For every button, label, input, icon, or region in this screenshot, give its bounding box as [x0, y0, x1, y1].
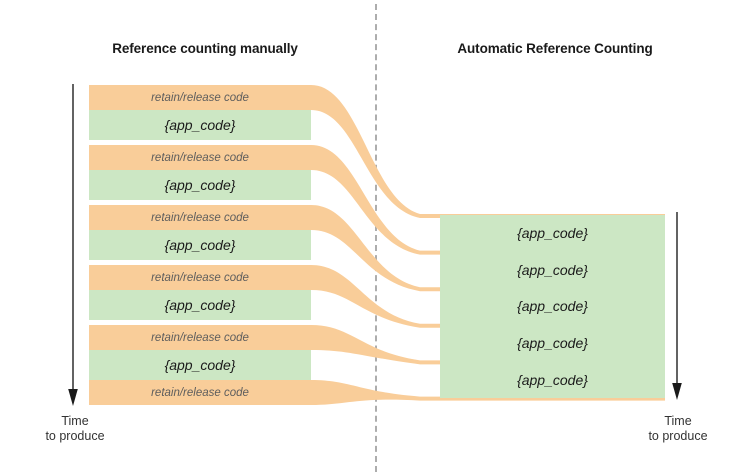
row-app-code-3: {app_code}	[440, 288, 665, 325]
right-bar-stack: {app_code} {app_code} {app_code} {app_co…	[440, 215, 665, 398]
left-bar-stack: retain/release code {app_code} retain/re…	[89, 85, 311, 405]
bar-label: {app_code}	[517, 371, 588, 388]
bar-app-code-3: {app_code}	[89, 230, 311, 260]
bar-label: retain/release code	[151, 91, 249, 104]
bar-app-code-1: {app_code}	[89, 110, 311, 140]
bar-label: {app_code}	[164, 237, 236, 253]
bar-label: retain/release code	[151, 151, 249, 164]
row-app-code-1: {app_code}	[440, 215, 665, 252]
bar-retain-release-4: retain/release code	[89, 265, 311, 290]
right-column-title: Automatic Reference Counting	[457, 41, 653, 56]
bar-label: retain/release code	[151, 271, 249, 284]
bar-app-code-4: {app_code}	[89, 290, 311, 320]
time-line-1: Time	[664, 414, 692, 428]
time-to-produce-label-left: Time to produce	[20, 414, 130, 444]
time-to-produce-label-right: Time to produce	[623, 414, 733, 444]
time-arrow-left	[68, 84, 78, 406]
bar-label: {app_code}	[164, 357, 236, 373]
bar-label: {app_code}	[517, 225, 588, 242]
bar-label: retain/release code	[151, 386, 249, 399]
bar-retain-release-1: retain/release code	[89, 85, 311, 110]
bar-retain-release-5: retain/release code	[89, 325, 311, 350]
bar-label: {app_code}	[517, 298, 588, 315]
bar-app-code-2: {app_code}	[89, 170, 311, 200]
row-app-code-5: {app_code}	[440, 361, 665, 398]
row-app-code-4: {app_code}	[440, 325, 665, 362]
time-line-2: to produce	[648, 429, 708, 443]
bar-label: {app_code}	[164, 117, 236, 133]
bar-label: {app_code}	[164, 297, 236, 313]
bar-label: retain/release code	[151, 331, 249, 344]
bar-label: {app_code}	[517, 261, 588, 278]
time-line-2: to produce	[45, 429, 105, 443]
bar-label: retain/release code	[151, 211, 249, 224]
bar-retain-release-6: retain/release code	[89, 380, 311, 405]
time-arrow-right	[672, 212, 682, 400]
bar-app-code-5: {app_code}	[89, 350, 311, 380]
bar-retain-release-2: retain/release code	[89, 145, 311, 170]
left-column-title: Reference counting manually	[112, 41, 298, 56]
bar-retain-release-3: retain/release code	[89, 205, 311, 230]
bar-label: {app_code}	[164, 177, 236, 193]
row-app-code-2: {app_code}	[440, 252, 665, 289]
vertical-divider-dashed	[375, 4, 377, 472]
time-line-1: Time	[61, 414, 89, 428]
bar-label: {app_code}	[517, 335, 588, 352]
